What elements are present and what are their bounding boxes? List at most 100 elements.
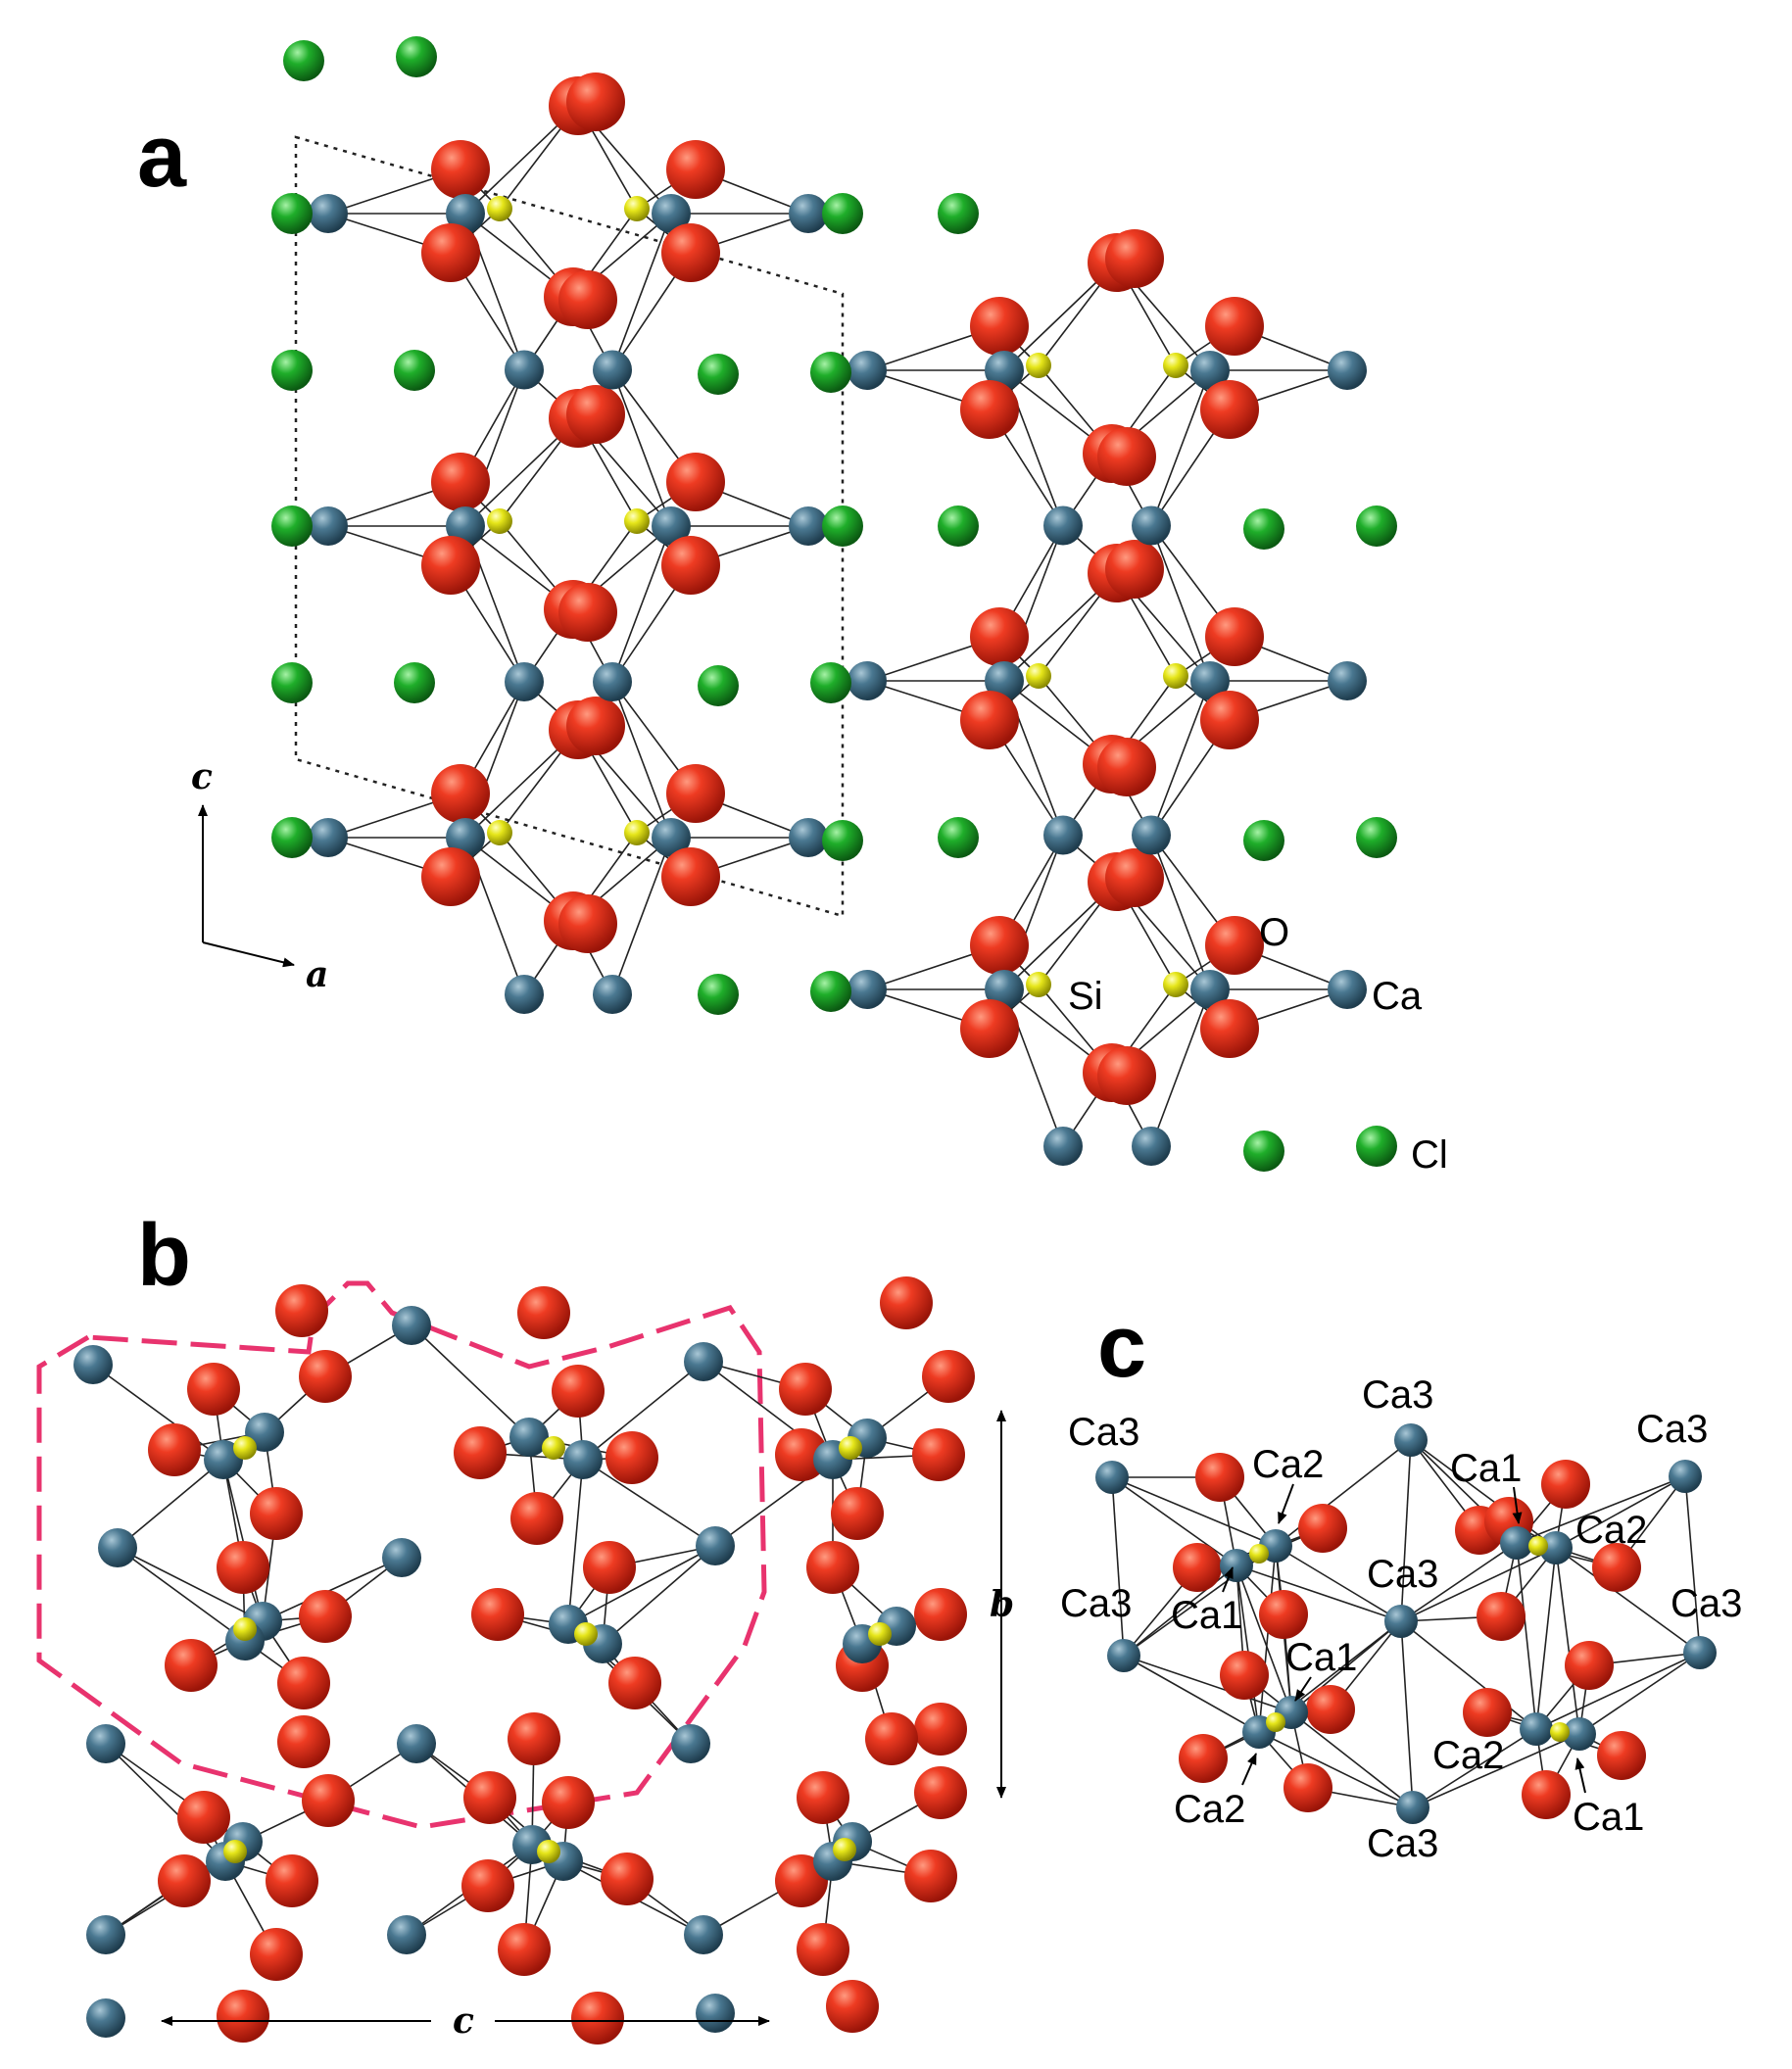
chlorine-atom bbox=[938, 505, 979, 547]
oxygen-atom bbox=[583, 1541, 636, 1594]
oxygen-atom bbox=[1592, 1543, 1641, 1592]
site-label-ca3: Ca3 bbox=[1636, 1408, 1708, 1451]
bond bbox=[1516, 1542, 1537, 1730]
site-label-ca1: Ca1 bbox=[1573, 1796, 1644, 1839]
calcium-atom bbox=[684, 1342, 723, 1381]
axis-c-label: c bbox=[191, 756, 213, 797]
silicon-atom bbox=[233, 1617, 257, 1641]
site-label-ca3: Ca3 bbox=[1060, 1582, 1132, 1625]
oxygen-atom bbox=[277, 1715, 330, 1768]
oxygen-atom bbox=[914, 1766, 967, 1819]
bond bbox=[1400, 1439, 1412, 1622]
oxygen-atom bbox=[177, 1791, 230, 1844]
oxygen-atom bbox=[1105, 848, 1164, 907]
calcium-atom bbox=[505, 350, 544, 390]
silicon-atom bbox=[1249, 1544, 1269, 1564]
chlorine-atom bbox=[396, 36, 437, 77]
bond bbox=[611, 213, 672, 370]
oxygen-atom bbox=[970, 916, 1029, 975]
oxygen-atom bbox=[1565, 1641, 1614, 1690]
silicon-atom bbox=[233, 1436, 257, 1460]
oxygen-atom bbox=[1205, 297, 1264, 356]
oxygen-atom bbox=[498, 1923, 551, 1976]
oxygen-atom bbox=[1200, 691, 1259, 749]
oxygen-atom bbox=[1105, 229, 1164, 288]
oxygen-atom bbox=[1477, 1592, 1526, 1641]
oxygen-atom bbox=[299, 1350, 352, 1403]
oxygen-atom bbox=[148, 1423, 201, 1476]
dashed-fragment-outline bbox=[36, 1280, 767, 1830]
calcium-atom bbox=[593, 662, 632, 701]
calcium-atom bbox=[505, 662, 544, 701]
calcium-atom bbox=[1500, 1526, 1533, 1560]
bond bbox=[1578, 1652, 1701, 1735]
oxygen-atom bbox=[1173, 1543, 1222, 1592]
calcium-atom bbox=[309, 194, 348, 233]
pointer-arrow bbox=[1222, 1566, 1234, 1593]
chlorine-atom bbox=[394, 350, 435, 391]
bond bbox=[611, 837, 672, 995]
silicon-atom bbox=[1026, 353, 1051, 378]
calcium-atom bbox=[848, 661, 887, 700]
bond bbox=[1400, 1542, 1518, 1622]
oxygen-atom bbox=[471, 1588, 524, 1641]
silicon-atom bbox=[487, 820, 512, 845]
silicon-atom bbox=[1163, 353, 1188, 378]
calcium-atom bbox=[1394, 1423, 1428, 1457]
chlorine-atom bbox=[1356, 817, 1397, 858]
oxygen-atom bbox=[1105, 540, 1164, 599]
site-label-ca3: Ca3 bbox=[1367, 1553, 1438, 1596]
oxygen-atom bbox=[806, 1541, 859, 1594]
chlorine-atom bbox=[810, 662, 851, 703]
calcium-atom bbox=[652, 506, 691, 546]
calcium-atom bbox=[696, 1526, 735, 1565]
oxygen-atom bbox=[779, 1363, 832, 1416]
calcium-atom bbox=[1396, 1791, 1429, 1824]
silicon-atom bbox=[839, 1436, 862, 1460]
bond bbox=[1412, 1728, 1537, 1808]
bond bbox=[1258, 1545, 1277, 1733]
oxygen-atom bbox=[608, 1657, 661, 1709]
silicon-atom bbox=[1550, 1722, 1570, 1742]
chlorine-atom bbox=[938, 817, 979, 858]
oxygen-atom bbox=[1205, 916, 1264, 975]
oxygen-atom bbox=[299, 1590, 352, 1643]
calcium-atom bbox=[98, 1528, 137, 1567]
silicon-atom bbox=[1528, 1536, 1548, 1556]
oxygen-atom bbox=[158, 1854, 211, 1907]
silicon-atom bbox=[1163, 972, 1188, 997]
calcium-atom bbox=[1384, 1605, 1418, 1638]
oxygen-atom bbox=[187, 1363, 240, 1416]
oxygen-atom bbox=[970, 607, 1029, 666]
oxygen-atom bbox=[421, 223, 480, 282]
calcium-atom bbox=[1539, 1531, 1573, 1564]
bond bbox=[117, 1459, 224, 1549]
bond bbox=[1684, 1475, 1701, 1654]
bond bbox=[1111, 1476, 1237, 1566]
bond bbox=[602, 1545, 716, 1645]
chlorine-atom bbox=[822, 505, 863, 547]
oxygen-atom bbox=[277, 1657, 330, 1709]
axis-a-label: a bbox=[306, 954, 328, 995]
calcium-atom bbox=[1190, 970, 1230, 1009]
bond bbox=[1111, 1476, 1125, 1657]
oxygen-atom bbox=[1463, 1688, 1512, 1737]
calcium-atom bbox=[1328, 351, 1367, 390]
oxygen-atom bbox=[1097, 427, 1156, 486]
calcium-atom bbox=[446, 194, 485, 233]
oxygen-atom bbox=[661, 847, 720, 906]
oxygen-atom bbox=[1298, 1504, 1347, 1553]
oxygen-atom bbox=[250, 1487, 303, 1540]
calcium-atom bbox=[684, 1915, 723, 1954]
oxygen-atom bbox=[666, 764, 725, 823]
silicon-atom bbox=[833, 1838, 856, 1861]
oxygen-atom bbox=[165, 1639, 218, 1692]
legend-oxygen-label: O bbox=[1259, 911, 1289, 954]
oxygen-atom bbox=[661, 536, 720, 595]
calcium-atom bbox=[1132, 505, 1171, 546]
calcium-atom bbox=[652, 818, 691, 857]
chlorine-atom bbox=[810, 971, 851, 1012]
oxygen-atom bbox=[508, 1712, 560, 1765]
oxygen-atom bbox=[666, 140, 725, 199]
oxygen-atom bbox=[1220, 1651, 1269, 1700]
